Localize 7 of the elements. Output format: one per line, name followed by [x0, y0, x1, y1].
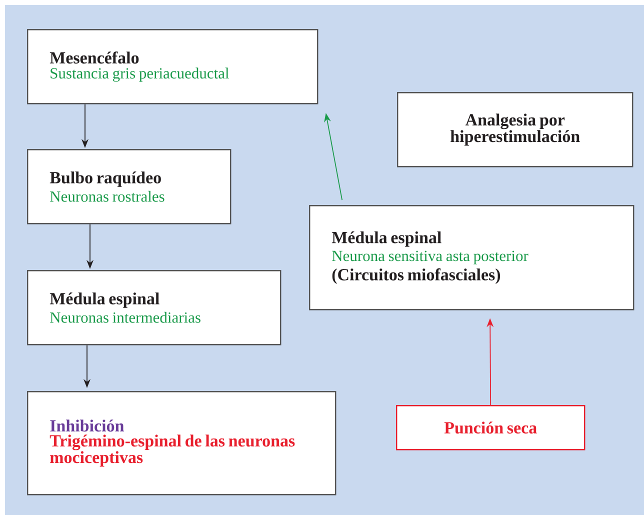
- process-box: Médula espinal Neuronas intermediarias: [27, 270, 282, 346]
- label-box: Analgesia por hiperestimulación: [397, 92, 634, 168]
- input-box: Punción seca: [396, 405, 586, 450]
- process-box: Inhibición Trigémino-espinal de las neuronas mociceptivas: [27, 391, 336, 496]
- process-box: Médula espinal Neurona sensitiva asta posterior (Circuitos miofasciales): [309, 205, 634, 310]
- process-box: Mesencéfalo Sustancia gris periacueductal: [27, 29, 318, 104]
- process-box: Bulbo raquídeo Neuronas rostrales: [27, 149, 232, 224]
